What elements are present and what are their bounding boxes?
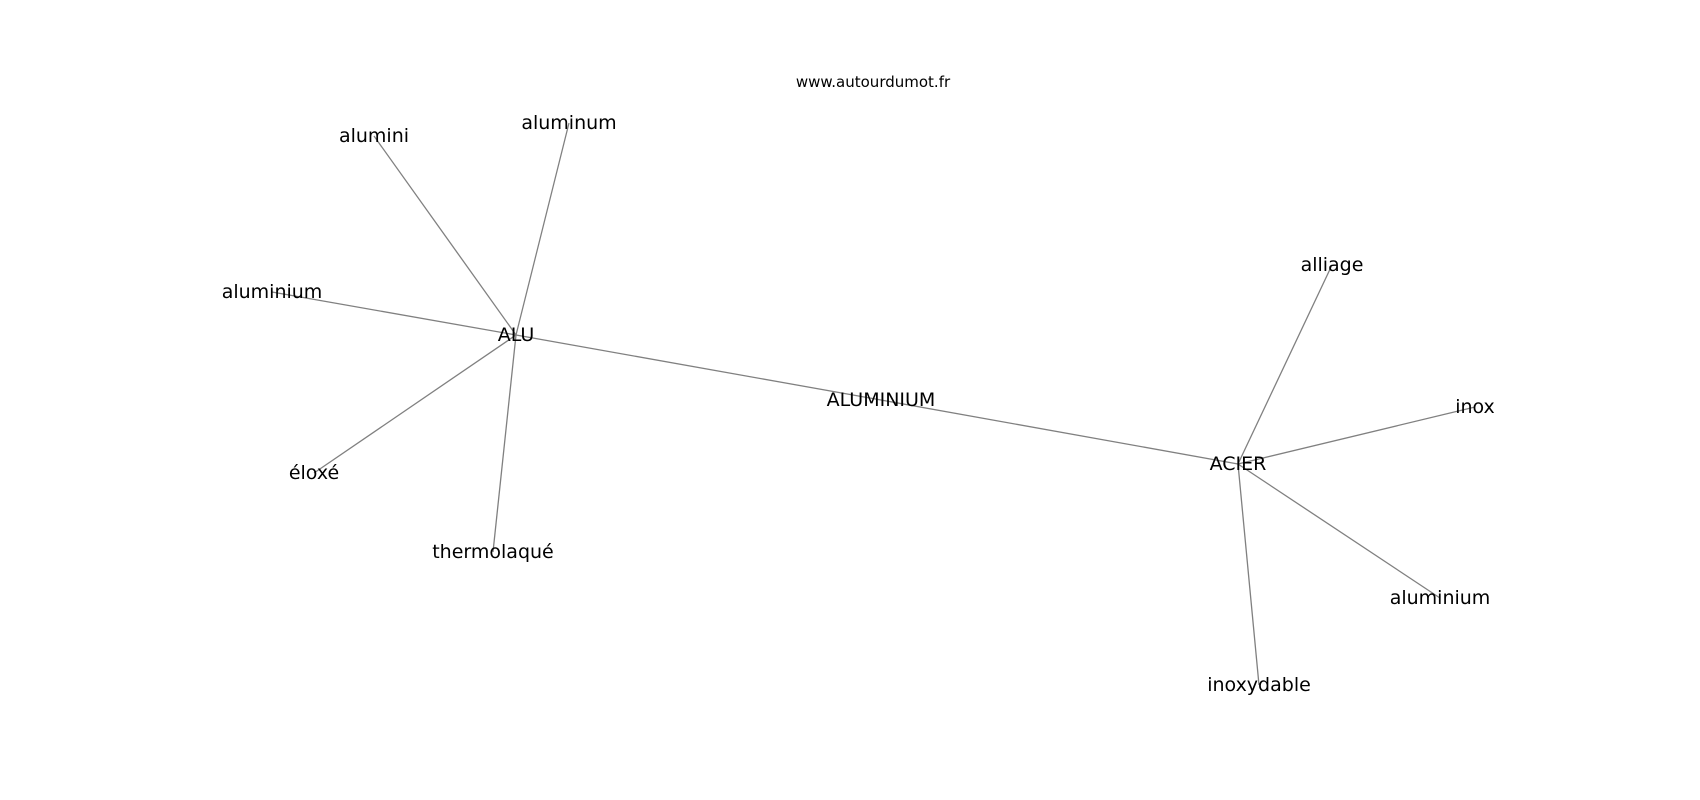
edge-acier-inox bbox=[1237, 406, 1476, 465]
site-watermark: www.autourdumot.fr bbox=[796, 73, 951, 91]
edge-aluminium_center-acier bbox=[880, 399, 1239, 465]
edge-alu-thermolaque bbox=[492, 334, 517, 553]
edge-acier-alliage bbox=[1237, 264, 1333, 465]
edge-alu-aluminum bbox=[515, 122, 570, 336]
edge-acier-inoxydable bbox=[1237, 463, 1260, 686]
node-thermolaque[interactable]: thermolaqué bbox=[432, 541, 554, 563]
edges-group bbox=[271, 122, 1476, 686]
node-eloxe[interactable]: éloxé bbox=[289, 462, 339, 484]
edge-alu-eloxe bbox=[313, 334, 517, 474]
edge-alu-aluminium_left bbox=[271, 291, 517, 336]
node-acier[interactable]: ACIER bbox=[1210, 453, 1267, 475]
edge-acier-aluminium_right bbox=[1237, 463, 1441, 599]
node-aluminum[interactable]: aluminum bbox=[521, 112, 616, 134]
node-alu[interactable]: ALU bbox=[498, 324, 535, 346]
node-inoxydable[interactable]: inoxydable bbox=[1207, 674, 1311, 696]
node-alliage[interactable]: alliage bbox=[1301, 254, 1364, 276]
node-alumini[interactable]: alumini bbox=[339, 125, 409, 147]
node-aluminium-center[interactable]: ALUMINIUM bbox=[827, 389, 936, 411]
node-aluminium-right[interactable]: aluminium bbox=[1390, 587, 1491, 609]
edge-aluminium_center-alu bbox=[515, 334, 882, 401]
nodes-group: ALUMINIUM ALU ACIER alumini aluminum aluminiu… bbox=[222, 112, 1495, 696]
edge-alu-alumini bbox=[373, 135, 517, 336]
node-aluminium-left[interactable]: aluminium bbox=[222, 281, 323, 303]
node-inox[interactable]: inox bbox=[1455, 396, 1495, 418]
